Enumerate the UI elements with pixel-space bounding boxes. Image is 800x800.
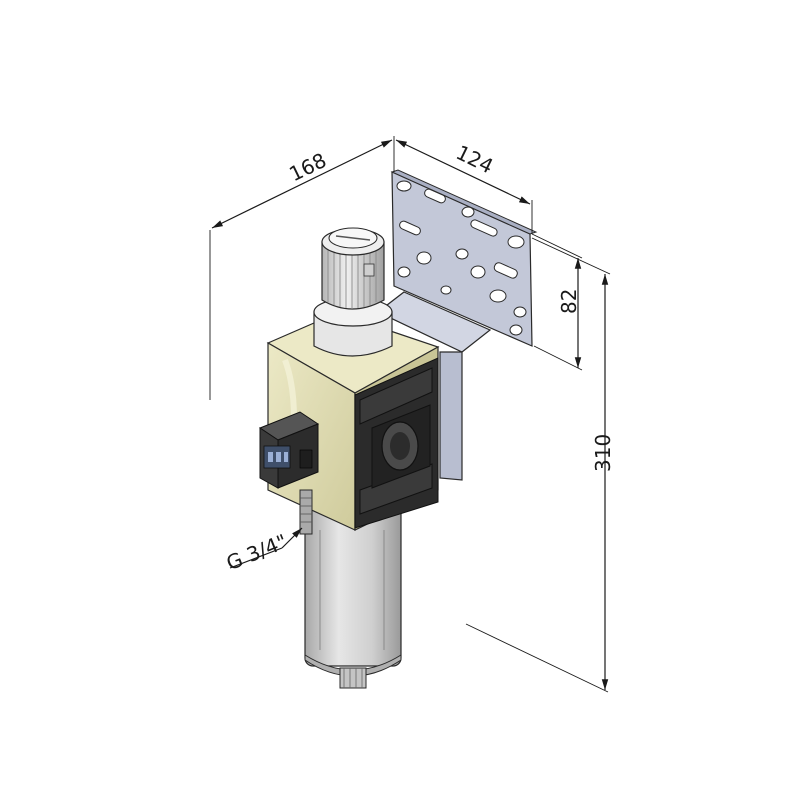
dimension-port-thread: G 3/4" xyxy=(223,527,303,575)
dimension-label-168: 168 xyxy=(285,148,330,186)
port-block xyxy=(354,357,439,529)
adjustment-knob xyxy=(321,227,385,310)
dimension-height-overall: 310 xyxy=(465,237,615,693)
bracket-arm xyxy=(439,351,463,481)
dimension-bracket-height: 82 xyxy=(531,233,583,371)
dimension-label-310: 310 xyxy=(591,434,615,472)
dimension-label-82: 82 xyxy=(557,289,581,314)
pressure-display xyxy=(258,411,320,489)
dimension-label-124: 124 xyxy=(452,140,497,178)
filter-bowl xyxy=(304,499,402,689)
dimension-label-thread: G 3/4" xyxy=(223,529,291,575)
thread-stub xyxy=(299,489,313,535)
